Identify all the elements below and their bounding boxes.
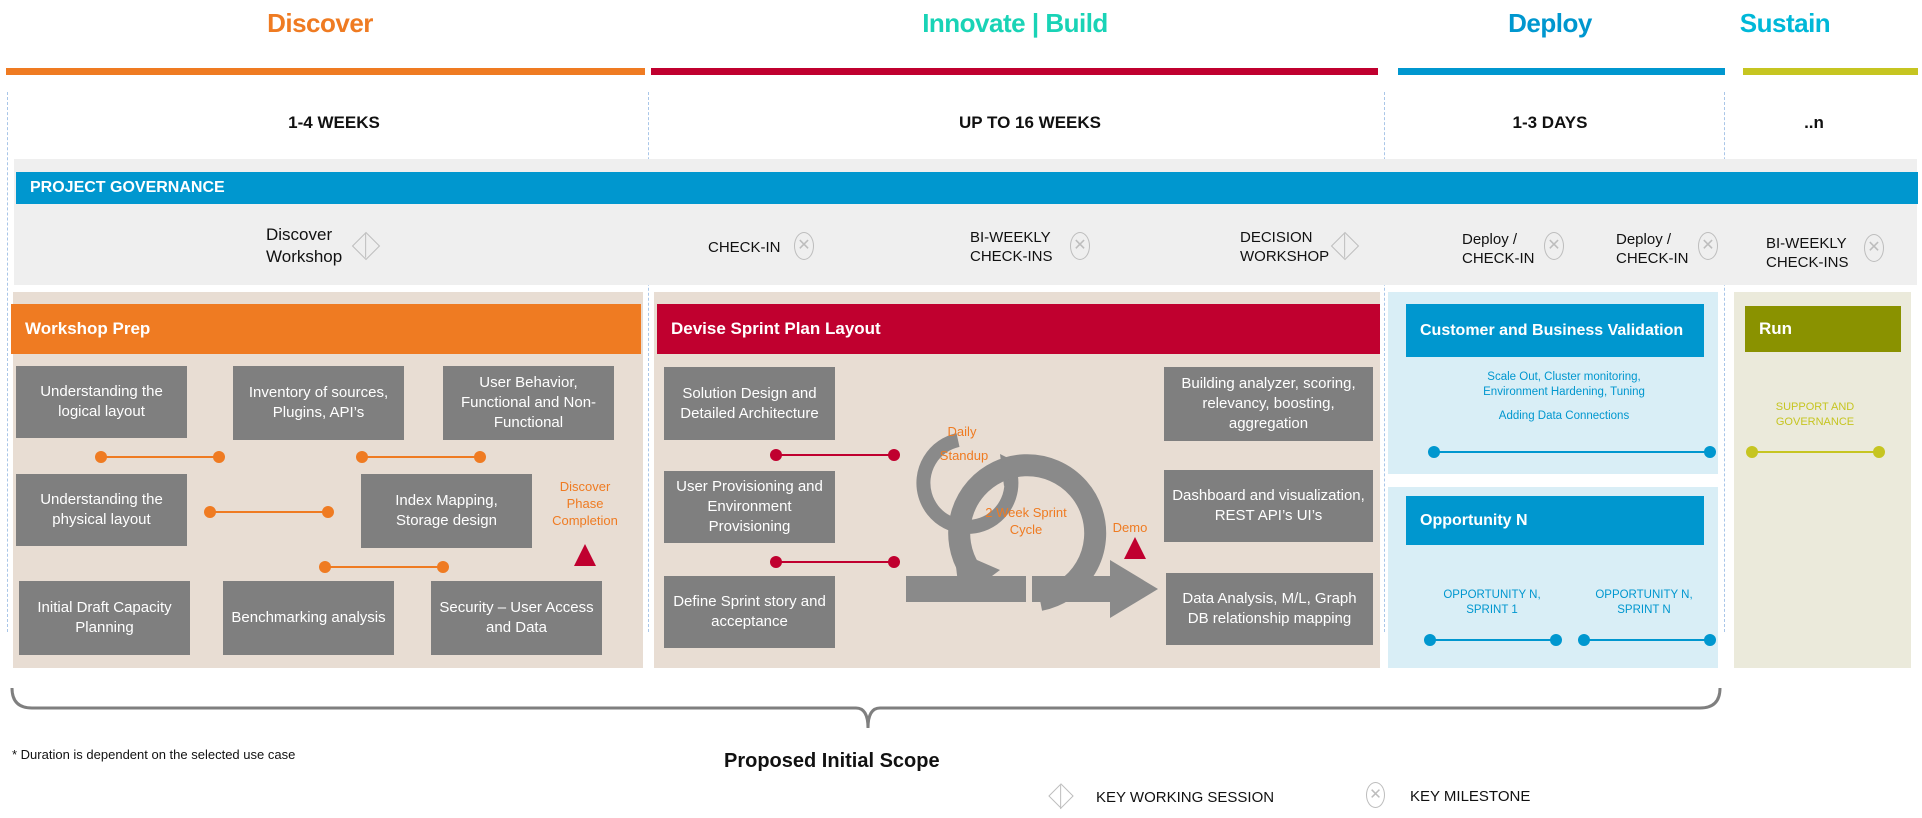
connector-dot bbox=[1704, 634, 1716, 646]
box-user-provisioning: User Provisioning and Environment Provis… bbox=[664, 471, 835, 543]
proposed-scope-label: Proposed Initial Scope bbox=[724, 750, 940, 772]
workshop-prep-header: Workshop Prep bbox=[11, 304, 641, 354]
connector-line bbox=[1752, 451, 1879, 453]
opportunity-header: Opportunity N bbox=[1406, 496, 1704, 545]
connector-dot bbox=[322, 506, 334, 518]
governance-sustain-biweekly: BI-WEEKLY CHECK-INS bbox=[1766, 235, 1849, 271]
box-benchmarking: Benchmarking analysis bbox=[223, 581, 394, 655]
column-divider bbox=[1724, 92, 1725, 632]
connector-line bbox=[210, 511, 328, 513]
milestone-icon: ✕ bbox=[1070, 232, 1090, 260]
box-user-behavior: User Behavior, Functional and Non-Functi… bbox=[443, 366, 614, 440]
connector-dot bbox=[888, 449, 900, 461]
connector-dot bbox=[1746, 446, 1758, 458]
opportunity-sprint-n: OPPORTUNITY N, SPRINT N bbox=[1595, 589, 1693, 616]
connector-dot bbox=[1578, 634, 1590, 646]
duration-note: * Duration is dependent on the selected … bbox=[12, 747, 296, 762]
connector-dot bbox=[888, 556, 900, 568]
sprint-cycle-label: 2 Week Sprint Cycle bbox=[985, 505, 1067, 537]
connector-line bbox=[1584, 639, 1710, 641]
column-divider bbox=[7, 92, 8, 632]
completion-triangle-icon bbox=[574, 544, 596, 566]
governance-discover-workshop: Discover Workshop bbox=[266, 225, 343, 266]
governance-deploy-checkin-2: Deploy / CHECK-IN bbox=[1616, 231, 1689, 267]
box-security: Security – User Access and Data bbox=[431, 581, 602, 655]
phase-bar-deploy bbox=[1398, 68, 1725, 75]
duration-innovate: UP TO 16 WEEKS bbox=[958, 113, 1102, 132]
adding-data-connections: Adding Data Connections bbox=[1498, 410, 1630, 422]
legend-working-session: KEY WORKING SESSION bbox=[1096, 789, 1275, 806]
standup-label: Standup bbox=[939, 448, 989, 463]
demo-label: Demo bbox=[1112, 520, 1148, 535]
phase-bar-discover bbox=[6, 68, 645, 75]
connector-line bbox=[362, 456, 480, 458]
box-solution-design: Solution Design and Detailed Architectur… bbox=[664, 367, 835, 440]
validation-text: Scale Out, Cluster monitoring, Environme… bbox=[1483, 371, 1645, 398]
box-data-analysis: Data Analysis, M/L, Graph DB relationshi… bbox=[1166, 573, 1373, 645]
daily-label: Daily bbox=[947, 424, 977, 439]
governance-decision-workshop: DECISION WORKSHOP bbox=[1240, 229, 1330, 265]
box-index-mapping: Index Mapping, Storage design bbox=[361, 474, 532, 548]
connector-dot bbox=[1873, 446, 1885, 458]
governance-check-in: CHECK-IN bbox=[708, 239, 781, 256]
scope-bracket bbox=[10, 687, 1722, 729]
duration-deploy: 1-3 DAYS bbox=[1512, 113, 1588, 132]
connector-dot bbox=[770, 449, 782, 461]
sustain-panel bbox=[1734, 292, 1911, 668]
legend-milestone: KEY MILESTONE bbox=[1410, 788, 1531, 805]
duration-sustain: ..n bbox=[1804, 113, 1824, 132]
connector-dot bbox=[1550, 634, 1562, 646]
connector-dot bbox=[319, 561, 331, 573]
connector-dot bbox=[95, 451, 107, 463]
governance-deploy-checkin-1: Deploy / CHECK-IN bbox=[1462, 231, 1535, 267]
run-header: Run bbox=[1745, 306, 1901, 352]
column-divider bbox=[1384, 92, 1385, 632]
box-inventory: Inventory of sources, Plugins, API’s bbox=[233, 366, 404, 440]
phase-title-deploy: Deploy bbox=[1508, 8, 1592, 38]
demo-triangle-icon bbox=[1124, 537, 1146, 559]
milestone-icon: ✕ bbox=[1698, 232, 1718, 260]
milestone-icon: ✕ bbox=[794, 232, 814, 260]
connector-dot bbox=[204, 506, 216, 518]
column-divider bbox=[648, 92, 649, 632]
sprint-cycle-icon bbox=[906, 433, 1158, 618]
box-physical-layout: Understanding the physical layout bbox=[16, 474, 187, 546]
connector-line bbox=[101, 456, 219, 458]
connector-dot bbox=[1428, 446, 1440, 458]
sprint-plan-header: Devise Sprint Plan Layout bbox=[657, 304, 1380, 354]
connector-line bbox=[325, 566, 443, 568]
connector-line bbox=[1434, 451, 1710, 453]
milestone-icon: ✕ bbox=[1544, 232, 1564, 260]
connector-dot bbox=[437, 561, 449, 573]
connector-dot bbox=[770, 556, 782, 568]
milestone-icon: ✕ bbox=[1864, 234, 1884, 262]
connector-line bbox=[1430, 639, 1556, 641]
box-dashboard: Dashboard and visualization, REST API’s … bbox=[1164, 470, 1373, 542]
project-governance-bar: PROJECT GOVERNANCE bbox=[16, 172, 1918, 204]
box-logical-layout: Understanding the logical layout bbox=[16, 366, 187, 438]
duration-discover: 1-4 WEEKS bbox=[288, 113, 380, 132]
phase-title-discover: Discover bbox=[267, 8, 373, 38]
connector-dot bbox=[474, 451, 486, 463]
validation-header: Customer and Business Validation bbox=[1406, 304, 1704, 357]
support-governance: SUPPORT AND GOVERNANCE bbox=[1775, 401, 1855, 428]
box-sprint-story: Define Sprint story and acceptance bbox=[664, 576, 835, 648]
connector-line bbox=[776, 561, 894, 563]
phase-title-sustain: Sustain bbox=[1739, 8, 1831, 38]
box-building-analyzer: Building analyzer, scoring, relevancy, b… bbox=[1164, 367, 1373, 441]
connector-line bbox=[776, 454, 894, 456]
opportunity-sprint-1: OPPORTUNITY N, SPRINT 1 bbox=[1443, 589, 1541, 616]
key-working-session-icon bbox=[1048, 783, 1074, 809]
connector-dot bbox=[1424, 634, 1436, 646]
connector-dot bbox=[213, 451, 225, 463]
phase-title-innovate: Innovate | Build bbox=[922, 8, 1108, 38]
phase-bar-innovate bbox=[651, 68, 1378, 75]
discover-phase-completion: Discover Phase Completion bbox=[552, 479, 618, 528]
connector-dot bbox=[356, 451, 368, 463]
connector-dot bbox=[1704, 446, 1716, 458]
phase-bar-sustain bbox=[1743, 68, 1918, 75]
governance-biweekly: BI-WEEKLY CHECK-INS bbox=[970, 229, 1053, 265]
key-milestone-icon: ✕ bbox=[1366, 782, 1385, 808]
box-capacity-planning: Initial Draft Capacity Planning bbox=[19, 581, 190, 655]
